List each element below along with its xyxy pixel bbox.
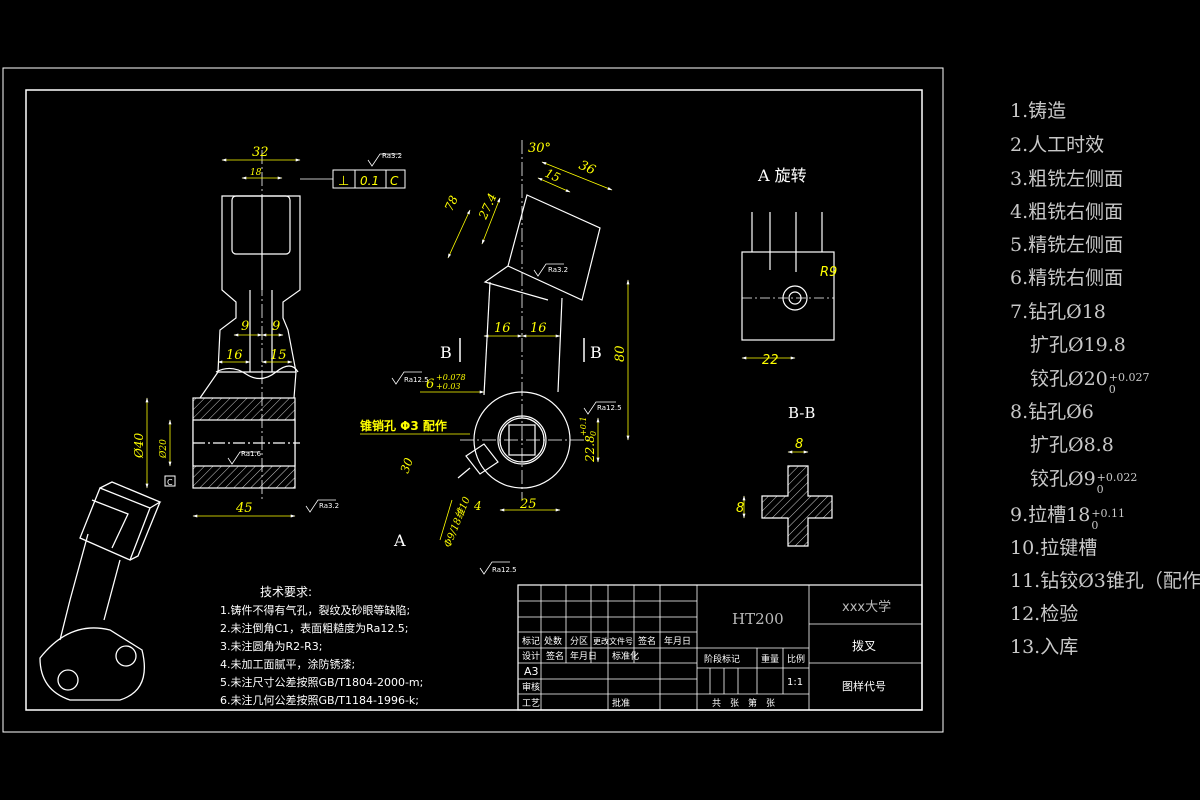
dim-45: 45: [235, 501, 253, 516]
dim-30deg: 30°: [528, 141, 551, 156]
tech-5: 5.未注尺寸公差按照GB/T1804-2000-m;: [220, 675, 423, 689]
dim-d20: Ø20: [158, 439, 169, 459]
inner-frame: [25, 89, 923, 711]
datum-box: [164, 475, 176, 487]
datum-c: C: [167, 478, 173, 487]
outer-frame: [2, 67, 944, 733]
gdt-frame: ⊥ 0.1 C: [300, 169, 406, 189]
approve: 批准: [612, 697, 630, 709]
part-name: 拨叉: [852, 639, 876, 653]
view-bb-section: [761, 465, 833, 547]
sheet-size: A3: [524, 665, 539, 678]
ra-4: Ra3.2: [548, 266, 568, 274]
front-view-dims: [145, 158, 301, 518]
dim-22-8: 22.8: [583, 435, 597, 463]
ra-1: Ra3.2: [382, 152, 402, 160]
tech-2: 2.未注倒角C1，表面粗糙度为Ra12.5;: [220, 621, 409, 635]
dim-4: 4: [473, 499, 482, 513]
scale: 1:1: [787, 677, 803, 688]
row-review: 审核: [522, 681, 540, 693]
ra-7: Ra12.5: [492, 566, 517, 574]
dim-9a: 9: [241, 319, 249, 334]
dim-30b: 30: [398, 456, 417, 475]
rev-h4: 签名: [638, 635, 656, 647]
view-a-title: A 旋转: [757, 166, 807, 185]
material: HT200: [732, 610, 784, 628]
row-design-date: 年月日: [570, 650, 597, 662]
row-design-sign: 签名: [546, 650, 564, 662]
side-view-dims: [420, 161, 630, 541]
row-design-std: 标准化: [612, 650, 639, 662]
tech-requirements: 技术要求: 1.铸件不得有气孔，裂纹及砂眼等缺陷; 2.未注倒角C1，表面粗糙度…: [220, 585, 423, 707]
stage-h2: 比例: [787, 653, 805, 665]
gdt-symbol: ⊥: [338, 174, 349, 189]
dim-80: 80: [613, 345, 628, 362]
sheets: 共 张 第 张: [712, 697, 775, 709]
label-b-left: B: [440, 343, 452, 362]
dim-16a: 16: [226, 348, 243, 363]
ra-6: Ra12.5: [597, 404, 622, 412]
dim-78: 78: [442, 193, 461, 213]
gdt-datum: C: [390, 174, 399, 188]
dim-9b: 9: [272, 319, 280, 334]
label-b-right: B: [590, 343, 602, 362]
rev-h0: 标记: [522, 635, 540, 647]
isometric-view: [39, 481, 162, 701]
dim-9-18: Φ9/18维10: [442, 495, 473, 550]
rev-h2: 分区: [570, 636, 588, 647]
stage-h0: 阶段标记: [704, 653, 740, 665]
drawing-no: 图样代号: [842, 679, 886, 693]
dim-18: 18: [250, 168, 262, 178]
school: xxx大学: [842, 599, 891, 615]
view-a: [741, 212, 835, 341]
stage-h1: 重量: [761, 653, 779, 665]
dim-6: 6: [426, 377, 434, 392]
rev-h1: 处数: [544, 635, 562, 647]
dim-27-4: 27.4: [476, 191, 500, 222]
view-bb-title: B-B: [788, 404, 815, 422]
dim-22-8-tol-lo: 0: [589, 431, 598, 436]
gdt-value: 0.1: [360, 174, 379, 188]
side-view: [457, 140, 601, 500]
row-process: 工艺: [522, 698, 540, 709]
dim-16b: 16: [494, 321, 511, 336]
dim-6-tol-up: +0.078: [436, 373, 466, 382]
roughness-symbols: [227, 153, 616, 575]
dim-15a: 15: [270, 348, 287, 363]
tech-title: 技术要求:: [260, 585, 312, 599]
title-block: [517, 584, 923, 711]
row-design: 设计: [522, 650, 540, 662]
tech-4: 4.未加工面腻平，涂防锈漆;: [220, 657, 355, 671]
pin-hole-note: 锥销孔 Φ3 配作: [360, 418, 447, 433]
tech-3: 3.未注圆角为R2-R3;: [220, 639, 322, 653]
dim-8a: 8: [795, 437, 803, 452]
dim-r9: R9: [820, 265, 837, 280]
dim-15b: 15: [543, 166, 563, 185]
dim-16c: 16: [530, 321, 547, 336]
dim-36: 36: [576, 158, 597, 178]
label-a-arrow: A: [393, 531, 406, 550]
rev-h3: 更改文件号: [593, 636, 633, 646]
rev-h5: 年月日: [664, 635, 691, 647]
ra-5: Ra12.5: [404, 376, 429, 384]
dim-8b: 8: [736, 501, 744, 516]
dim-d40: Ø40: [132, 433, 146, 459]
dim-32: 32: [252, 145, 269, 160]
front-view: [192, 150, 301, 500]
dim-6-tol-lo: +0.03: [436, 382, 461, 391]
ra-3: Ra3.2: [319, 502, 339, 510]
dim-25: 25: [519, 497, 537, 512]
dim-22: 22: [762, 353, 779, 368]
tech-1: 1.铸件不得有气孔，裂纹及砂眼等缺陷;: [220, 603, 410, 617]
section-b-markers: B B A: [393, 338, 602, 550]
ra-2: Ra1.6: [241, 450, 262, 458]
dim-22-8-tol-up: +0.1: [579, 417, 588, 436]
tech-6: 6.未注几何公差按照GB/T1184-1996-k;: [220, 693, 419, 707]
